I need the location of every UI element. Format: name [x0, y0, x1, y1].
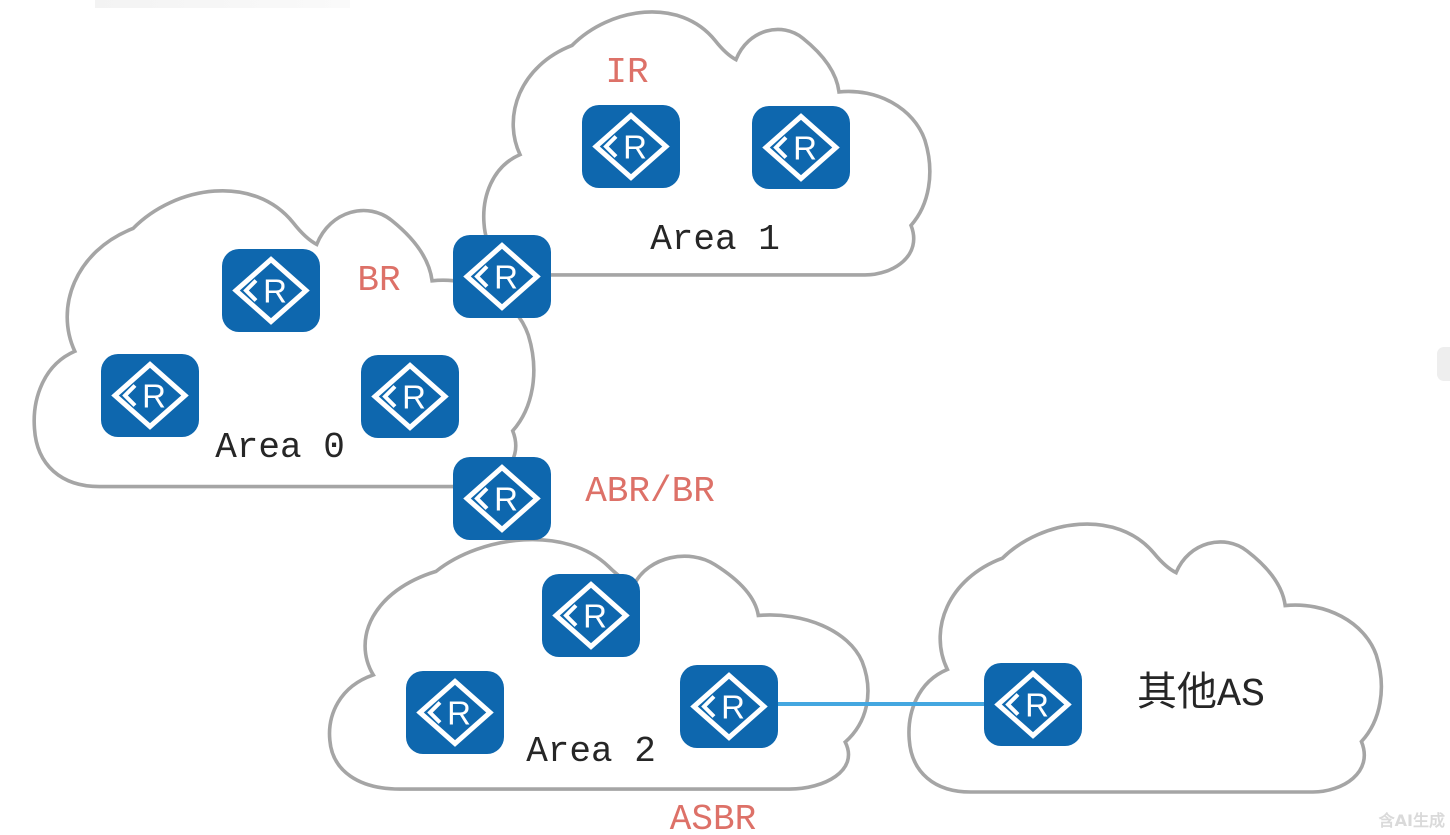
label-br: BR	[357, 260, 401, 301]
svg-text:R: R	[402, 379, 426, 416]
svg-text:R: R	[1025, 687, 1049, 724]
router-glyph: R	[453, 235, 551, 318]
svg-text:R: R	[494, 481, 518, 518]
label-area-2: Area 2	[526, 731, 656, 772]
label-ir: IR	[605, 52, 649, 93]
router-glyph: R	[752, 106, 850, 189]
router-icon-area0-top: R	[222, 249, 320, 332]
router-glyph: R	[984, 663, 1082, 746]
router-icon-area2-left: R	[406, 671, 504, 754]
router-icon-area1-2: R	[752, 106, 850, 189]
svg-text:R: R	[447, 695, 471, 732]
router-glyph: R	[542, 574, 640, 657]
router-glyph: R	[361, 355, 459, 438]
label-asbr: ASBR	[669, 799, 757, 835]
label-area-0: Area 0	[215, 427, 345, 468]
svg-text:R: R	[623, 129, 647, 166]
label-abr-br: ABR/BR	[585, 471, 715, 512]
router-icon-area1-1: R	[582, 105, 680, 188]
router-icon-area0-left: R	[101, 354, 199, 437]
svg-text:R: R	[494, 259, 518, 296]
router-glyph: R	[222, 249, 320, 332]
cloud-area-1	[484, 12, 930, 275]
right-edge-widget-artifact	[1437, 347, 1450, 381]
svg-text:R: R	[793, 130, 817, 167]
svg-text:R: R	[721, 689, 745, 726]
top-edge-artifact	[95, 0, 350, 8]
router-icon-area0-right: R	[361, 355, 459, 438]
router-icon-asbr: R	[680, 665, 778, 748]
router-icon-br-boundary: R	[453, 235, 551, 318]
router-glyph: R	[101, 354, 199, 437]
router-glyph: R	[680, 665, 778, 748]
router-glyph: R	[582, 105, 680, 188]
router-icon-abr-boundary: R	[453, 457, 551, 540]
label-other-as: 其他AS	[1136, 673, 1266, 718]
svg-text:R: R	[263, 273, 287, 310]
svg-text:R: R	[583, 598, 607, 635]
label-area-1: Area 1	[650, 219, 780, 260]
cloud-other-as	[909, 524, 1381, 792]
router-glyph: R	[453, 457, 551, 540]
router-icon-other-as: R	[984, 663, 1082, 746]
ai-watermark: 含AI生成	[1378, 811, 1445, 830]
router-icon-area2-top: R	[542, 574, 640, 657]
router-glyph: R	[406, 671, 504, 754]
svg-text:R: R	[142, 378, 166, 415]
